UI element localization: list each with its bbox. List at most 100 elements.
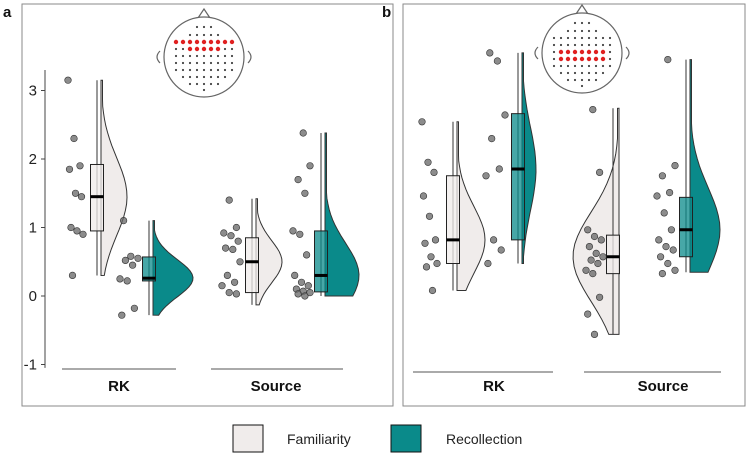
electrode — [580, 21, 584, 25]
electrode — [594, 29, 598, 33]
legend-label-recollection: Recollection — [446, 431, 522, 447]
data-point — [306, 289, 314, 297]
data-point — [430, 168, 438, 176]
electrode — [188, 75, 192, 79]
violin-recollection — [152, 220, 194, 316]
electrode — [580, 84, 584, 88]
data-point — [306, 162, 314, 170]
data-point — [304, 282, 312, 290]
data-point — [665, 189, 674, 197]
data-point — [222, 244, 230, 252]
data-point — [296, 230, 304, 238]
electrode-active — [208, 46, 214, 52]
electrode-active — [229, 39, 235, 45]
data-point — [301, 292, 309, 300]
data-point — [297, 278, 306, 286]
electrode — [216, 68, 220, 72]
data-point — [116, 275, 124, 283]
electrode — [209, 33, 213, 37]
electrode — [202, 68, 206, 72]
data-point — [229, 245, 237, 253]
electrode — [608, 36, 612, 40]
electrode — [594, 36, 598, 40]
electrode — [209, 68, 213, 72]
series-familiarity-rk — [64, 76, 128, 280]
data-point — [67, 223, 75, 232]
electrode — [202, 54, 206, 58]
electrode-active — [173, 39, 179, 45]
data-point — [597, 236, 605, 244]
data-point — [482, 172, 490, 180]
electrode — [594, 71, 598, 75]
electrode — [552, 64, 556, 68]
electrode — [601, 64, 605, 68]
legend-swatch-familiarity — [232, 424, 264, 453]
data-point — [289, 227, 297, 235]
box-recollection — [314, 230, 328, 293]
electrode-active — [600, 56, 606, 62]
box-familiarity — [606, 234, 620, 275]
data-point — [495, 165, 503, 173]
y-tick-label: 1 — [29, 220, 37, 237]
group-label-source-b: Source — [638, 378, 689, 395]
data-point — [655, 236, 663, 244]
electrode — [601, 71, 605, 75]
electrode — [587, 71, 591, 75]
data-point — [301, 189, 309, 197]
electrode-active — [558, 49, 564, 55]
group-label-rk-b: RK — [483, 378, 505, 395]
electrode — [573, 64, 577, 68]
data-point — [79, 230, 87, 238]
electrode — [566, 78, 570, 82]
data-point — [497, 246, 505, 254]
data-point — [227, 232, 235, 240]
data-point — [123, 277, 131, 285]
electrode — [580, 36, 584, 40]
electrode — [608, 50, 612, 54]
data-point — [667, 226, 676, 234]
electrode — [587, 64, 591, 68]
box-familiarity — [245, 237, 259, 294]
group-label-rk-a: RK — [108, 378, 130, 395]
electrode — [552, 43, 556, 47]
data-point — [119, 217, 128, 225]
electrode — [181, 54, 185, 58]
data-point — [501, 111, 509, 119]
legend: Familiarity Recollection — [232, 424, 522, 453]
electrode — [195, 61, 199, 65]
head-ear-right — [625, 46, 630, 60]
electrode-active — [579, 56, 585, 62]
data-point — [671, 266, 679, 274]
electrode — [181, 75, 185, 79]
data-point — [599, 253, 607, 261]
electrode — [188, 54, 192, 58]
series-recollection-rk — [482, 49, 537, 268]
electrode — [587, 29, 591, 33]
data-point — [68, 271, 77, 280]
legend-label-familiarity: Familiarity — [287, 431, 351, 447]
electrode — [202, 88, 206, 92]
electrode — [209, 54, 213, 58]
plot-area-b — [418, 49, 721, 339]
electrode — [209, 25, 213, 29]
electrode — [559, 71, 563, 75]
data-point — [234, 237, 242, 245]
data-point — [584, 310, 592, 318]
data-point — [660, 209, 668, 217]
head-ear-right — [247, 50, 252, 64]
electrode — [587, 78, 591, 82]
data-point — [129, 261, 137, 269]
electrode — [174, 54, 178, 58]
electrode — [223, 54, 227, 58]
head-nose — [197, 7, 211, 19]
violin-familiarity — [456, 121, 486, 291]
data-point — [488, 135, 496, 143]
electrode — [174, 68, 178, 72]
electrode — [601, 43, 605, 47]
data-point — [584, 226, 592, 234]
data-point — [73, 227, 81, 235]
electrode — [230, 47, 234, 51]
electrode — [573, 36, 577, 40]
electrode-active — [572, 56, 578, 62]
data-point — [589, 270, 597, 278]
